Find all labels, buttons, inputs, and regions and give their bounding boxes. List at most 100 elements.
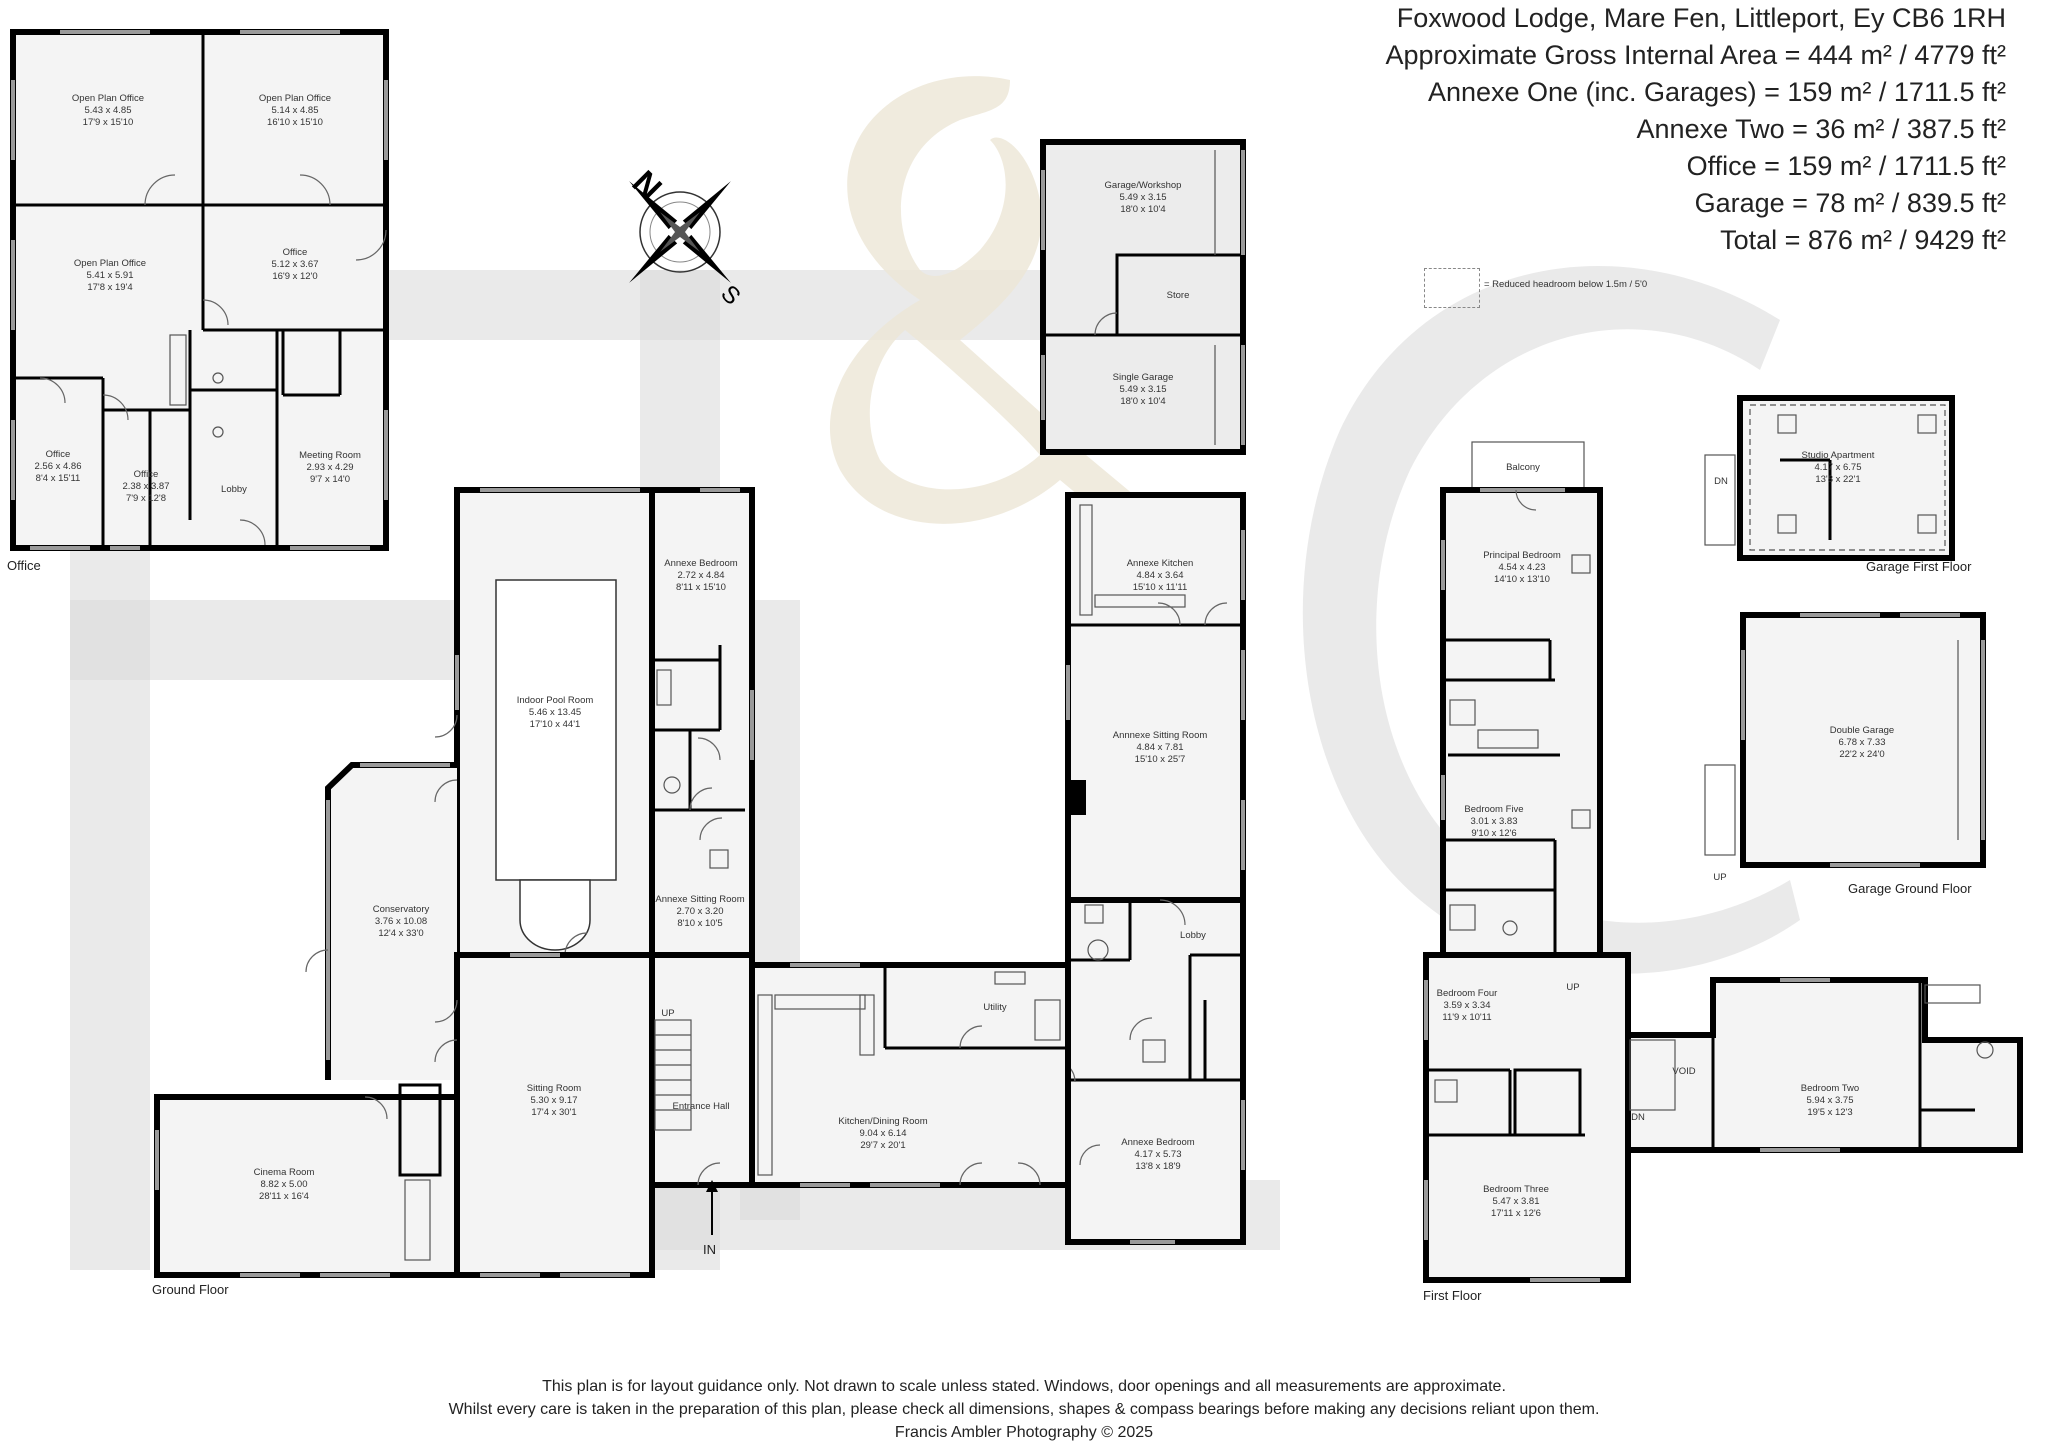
room-metric: 2.56 x 4.86 [34, 461, 81, 472]
room-name: Annexe Kitchen [1127, 558, 1194, 569]
room-imperial: 17'8 x 19'4 [87, 282, 132, 293]
ground-room-labels: Garage/Workshop 5.49 x 3.15 18'0 x 10'4 … [254, 180, 1208, 1202]
area-gross-internal: Approximate Gross Internal Area = 444 m²… [1385, 40, 2006, 70]
room-imperial: 13'8 x 22'1 [1815, 474, 1860, 485]
room-metric: 5.94 x 3.75 [1806, 1095, 1853, 1106]
stairs-up-label: UP [1566, 982, 1579, 993]
room-name: Indoor Pool Room [517, 695, 594, 706]
room-imperial: 17'11 x 12'6 [1491, 1208, 1541, 1219]
first-floor-plan: Balcony First Floor UP [1423, 441, 2023, 1303]
room-metric: 4.17 x 6.75 [1814, 462, 1861, 473]
room-name: Open Plan Office [72, 93, 144, 104]
floor-label-garage-first: Garage First Floor [1866, 559, 1972, 574]
room-imperial: 16'10 x 15'10 [267, 117, 323, 128]
stairs-down-label: DN [1714, 476, 1728, 487]
floor-label-garage-ground: Garage Ground Floor [1848, 881, 1972, 896]
floor-label-ground: Ground Floor [152, 1282, 229, 1297]
room-metric: 3.59 x 3.34 [1443, 1000, 1490, 1011]
room-name: Studio Apartment [1802, 450, 1875, 461]
entrance-in-marker: IN [703, 1242, 716, 1257]
reduced-headroom-legend-swatch [1424, 268, 1480, 308]
room-name: Garage/Workshop [1105, 180, 1182, 191]
room-imperial: 17'10 x 44'1 [530, 719, 581, 730]
room-name: Single Garage [1113, 372, 1174, 383]
ground-floor-plan: Utility Ground Floor IN UP [152, 139, 1246, 1297]
room-imperial: 15'10 x 11'11 [1133, 582, 1188, 593]
stairs [654, 1019, 692, 1131]
stairs-up-label: UP [1713, 872, 1726, 883]
void-label: VOID [1672, 1066, 1695, 1077]
room-name: Bedroom Three [1483, 1184, 1549, 1195]
room-metric: 2.72 x 4.84 [677, 570, 724, 581]
office-room-labels: Open Plan Office 5.43 x 4.85 17'9 x 15'1… [34, 93, 360, 504]
stairs-down-label: DN [1631, 1112, 1645, 1123]
room-metric: 5.43 x 4.85 [84, 105, 131, 116]
room-name: Bedroom Two [1801, 1083, 1859, 1094]
room-name: Open Plan Office [259, 93, 331, 104]
floor-label-office: Office [7, 558, 41, 573]
room-imperial: 19'5 x 12'3 [1807, 1107, 1852, 1118]
room-imperial: 15'10 x 25'7 [1135, 754, 1186, 765]
disclaimer-line-2: Whilst every care is taken in the prepar… [448, 1401, 1600, 1418]
room-imperial: 7'9 x 12'8 [126, 493, 166, 504]
room-imperial: 17'9 x 15'10 [83, 117, 134, 128]
room-name: Bedroom Four [1437, 988, 1498, 999]
room-metric: 8.82 x 5.00 [260, 1179, 307, 1190]
room-metric: 4.84 x 3.64 [1136, 570, 1183, 581]
room-imperial: 11'9 x 10'11 [1442, 1012, 1491, 1023]
room-name: Annnexe Sitting Room [1113, 730, 1208, 741]
area-total: Total = 876 m² / 9429 ft² [1720, 225, 2006, 255]
room-name: Office [283, 247, 308, 258]
room-metric: 9.04 x 6.14 [859, 1128, 906, 1139]
garage-plans: DN Garage First Floor UP Garage Ground F… [1704, 395, 1986, 896]
room-imperial: 8'11 x 15'10 [676, 582, 726, 593]
room-name: Open Plan Office [74, 258, 146, 269]
room-name: Bedroom Five [1464, 804, 1523, 815]
room-imperial: 16'9 x 12'0 [272, 271, 317, 282]
balcony-label: Balcony [1506, 462, 1540, 473]
room-name: Conservatory [373, 904, 430, 915]
room-name: Office [134, 469, 159, 480]
area-annexe-one: Annexe One (inc. Garages) = 159 m² / 171… [1427, 77, 2006, 107]
room-imperial: 12'4 x 33'0 [378, 928, 423, 939]
room-metric: 2.38 x 3.87 [122, 481, 169, 492]
room-imperial: 14'10 x 13'10 [1494, 574, 1550, 585]
disclaimer-line-1: This plan is for layout guidance only. N… [542, 1378, 1506, 1395]
room-imperial: 29'7 x 20'1 [860, 1140, 905, 1151]
room-metric: 4.54 x 4.23 [1498, 562, 1545, 573]
room-name: Sitting Room [527, 1083, 581, 1094]
room-name: Principal Bedroom [1483, 550, 1561, 561]
room-name: Double Garage [1830, 725, 1894, 736]
compass-rose-icon [629, 181, 731, 283]
reduced-headroom-legend-text: = Reduced headroom below 1.5m / 5'0 [1484, 279, 1648, 290]
room-metric: 5.14 x 4.85 [271, 105, 318, 116]
room-metric: 2.70 x 3.20 [676, 906, 723, 917]
area-annexe-two: Annexe Two = 36 m² / 387.5 ft² [1636, 114, 2006, 144]
room-name: Store [1167, 290, 1190, 301]
office-plan: Office [7, 29, 389, 573]
compass-north: N [625, 164, 669, 208]
room-metric: 3.76 x 10.08 [375, 916, 427, 927]
room-metric: 5.47 x 3.81 [1492, 1196, 1539, 1207]
room-name: Office [46, 449, 71, 460]
room-name: Annexe Bedroom [664, 558, 737, 569]
area-garage: Garage = 78 m² / 839.5 ft² [1694, 188, 2006, 218]
room-imperial: 9'10 x 12'6 [1471, 828, 1516, 839]
watermark-logo [70, 76, 1800, 1270]
room-name: Lobby [221, 484, 247, 495]
room-imperial: 28'11 x 16'4 [259, 1191, 309, 1202]
room-metric: 4.17 x 5.73 [1134, 1149, 1181, 1160]
room-imperial: 9'7 x 14'0 [310, 474, 350, 485]
room-metric: 4.84 x 7.81 [1136, 742, 1183, 753]
area-summary: Foxwood Lodge, Mare Fen, Littleport, Ey … [1385, 0, 2006, 259]
room-name: Meeting Room [299, 450, 361, 461]
room-name: Kitchen/Dining Room [838, 1116, 927, 1127]
room-name: Lobby [1180, 930, 1206, 941]
room-metric: 3.01 x 3.83 [1470, 816, 1517, 827]
room-imperial: 13'8 x 18'9 [1135, 1161, 1180, 1172]
room-metric: 5.41 x 5.91 [86, 270, 133, 281]
room-metric: 2.93 x 4.29 [306, 462, 353, 473]
room-imperial: 22'2 x 24'0 [1839, 749, 1884, 760]
room-metric: 6.78 x 7.33 [1838, 737, 1885, 748]
